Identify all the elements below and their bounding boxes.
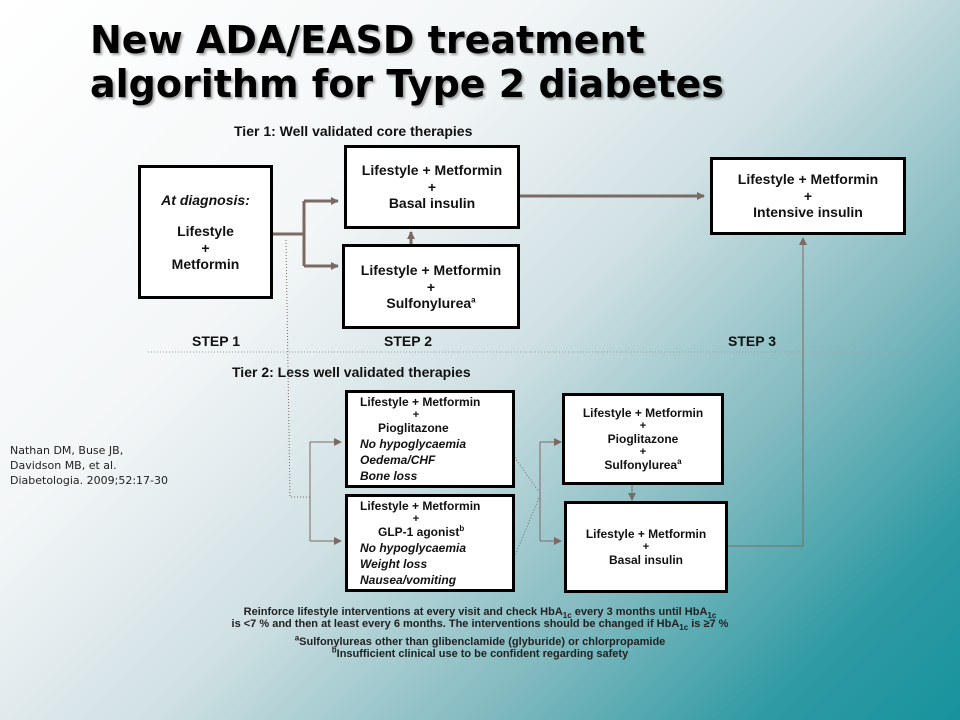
glp1-plus: + [412,513,420,525]
glp1-line-2: GLP-1 agonistb [378,524,465,540]
piosu-line-2: Pioglitazone [607,432,679,446]
footer-reinforce-line-2: is <7 % and then at least every 6 months… [231,618,729,633]
arrow-to-pio-su [539,442,561,541]
pio-note-2: Oedema/CHF [360,453,436,467]
dotted-tier2-link [285,239,310,498]
footnote-b-mark: b [459,524,465,533]
citation: Nathan DM, Buse JB, Davidson MB, et al. … [10,443,168,488]
box-metformin-pioglitazone: Lifestyle + Metformin + Pioglitazone No … [345,390,515,488]
arrow-to-pioglitazone [309,442,341,541]
box-metformin-pioglitazone-sulfonylurea: Lifestyle + Metformin + Pioglitazone + S… [562,393,724,485]
basal-line-2: Basal insulin [388,195,476,211]
pio-plus: + [412,409,420,421]
step-2-label: STEP 2 [384,333,432,349]
box-metformin-intensive-insulin: Lifestyle + Metformin + Intensive insuli… [710,157,906,235]
title-line-2: algorithm for Type 2 diabetes [90,62,724,106]
su-line-2: Sulfonylureaa [386,294,476,311]
t2basal-plus: + [642,541,650,553]
su-line-1: Lifestyle + Metformin [360,261,502,278]
pio-line-2: Pioglitazone [378,421,449,435]
glp1-note-3: Nausea/vomiting [360,573,457,587]
su-plus: + [426,278,436,295]
dotted-glp1-converge [512,497,540,561]
footnote-a-mark-2: a [677,457,682,466]
slide-title: New ADA/EASD treatment algorithm for Typ… [90,18,724,106]
citation-line-3: Diabetologia. 2009;52:17-30 [10,474,168,487]
diagnosis-line-1: Lifestyle [177,222,234,239]
basal-line-1: Lifestyle + Metformin [361,162,503,178]
step-1-label: STEP 1 [192,333,240,349]
t2basal-line-1: Lifestyle + Metformin [585,527,707,541]
title-line-1: New ADA/EASD treatment [90,18,645,62]
piosu-line-3: Sulfonylureaa [604,457,682,473]
footnote-a: aSulfonylureas other than glibenclamide … [294,633,666,648]
glp1-note-1: No hypoglycaemia [360,541,467,555]
pio-note-1: No hypoglycaemia [360,437,467,451]
t2basal-line-2: Basal insulin [608,553,684,567]
footer-reinforce-line-1: Reinforce lifestyle interventions at eve… [243,606,717,621]
pio-line-1: Lifestyle + Metformin [360,395,481,409]
box-metformin-glp1-agonist: Lifestyle + Metformin + GLP-1 agonistb N… [345,494,515,592]
box-metformin-basal-insulin: Lifestyle + Metformin + Basal insulin [344,145,520,229]
piosu-line-1: Lifestyle + Metformin [582,406,704,420]
box-tier2-metformin-basal-insulin: Lifestyle + Metformin + Basal insulin [564,501,728,593]
glp1-note-2: Weight loss [360,557,428,571]
piosu-plus-1: + [639,420,647,432]
tier2-label: Tier 2: Less well validated therapies [232,364,471,380]
basal-plus: + [427,179,437,195]
diagnosis-heading: At diagnosis: [161,191,250,208]
intensive-line-1: Lifestyle + Metformin [737,171,879,187]
pio-note-3: Bone loss [360,469,418,483]
glp1-line-1: Lifestyle + Metformin [360,499,481,513]
diagnosis-line-2: Metformin [171,255,240,272]
step-3-label: STEP 3 [728,333,776,349]
intensive-plus: + [803,188,813,204]
box-metformin-sulfonylurea: Lifestyle + Metformin + Sulfonylureaa [342,244,520,329]
footnote-b: bInsufficient clinical use to be confide… [331,645,629,660]
citation-line-1: Nathan DM, Buse JB, [10,444,124,457]
box-at-diagnosis: At diagnosis: Lifestyle + Metformin [138,165,273,299]
citation-line-2: Davidson MB, et al. [10,459,117,472]
intensive-line-2: Intensive insulin [753,204,863,220]
footnote-a-mark: a [471,294,476,304]
arrow-tier2-basal-to-intensive [727,237,807,547]
piosu-plus-2: + [639,446,647,458]
tier1-label: Tier 1: Well validated core therapies [234,123,473,139]
dotted-pio-converge [512,454,540,493]
diagnosis-plus: + [201,239,210,256]
